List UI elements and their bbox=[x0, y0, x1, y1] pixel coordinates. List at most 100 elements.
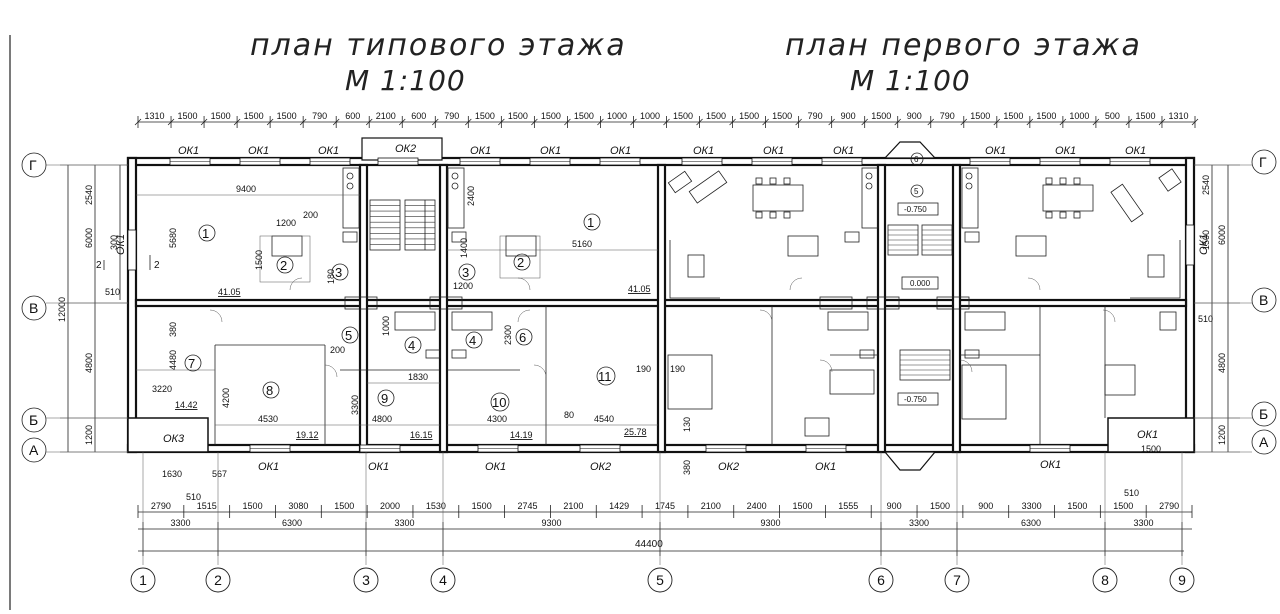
dim-label: 567 bbox=[212, 469, 227, 479]
dim-label: 1200 bbox=[1217, 425, 1227, 445]
dim-tick-slash bbox=[431, 118, 439, 126]
top-dim-label: 1500 bbox=[772, 111, 792, 121]
bottom-dim-label: 1500 bbox=[1113, 501, 1133, 511]
dim-tick-slash bbox=[1125, 118, 1133, 126]
window-label: ОК1 bbox=[470, 145, 491, 157]
dim-tick-slash bbox=[1026, 118, 1034, 126]
axis-label: Г bbox=[29, 157, 37, 173]
dim-label: 380 bbox=[682, 460, 692, 475]
top-dim-label: 1500 bbox=[1003, 111, 1023, 121]
bottom-dim-label: 2400 bbox=[747, 501, 767, 511]
room-number: 4 bbox=[408, 338, 415, 353]
side-window-label-right: ОК1 bbox=[1198, 234, 1210, 255]
window-label: ОК1 bbox=[318, 145, 339, 157]
bottom-dim-label: 2000 bbox=[380, 501, 400, 511]
room-number: 8 bbox=[266, 383, 273, 398]
bottom-dim-label: 2745 bbox=[518, 501, 538, 511]
room-number: 5 bbox=[345, 328, 352, 343]
inner-dimensions: 9400 5160 1200 1500 200 180 2400 1400 12… bbox=[136, 184, 1161, 502]
bottom-span-label: 6300 bbox=[1021, 518, 1041, 528]
bottom-dim-label: 3080 bbox=[288, 501, 308, 511]
level-mark: -0.750 bbox=[904, 395, 927, 404]
dim-label: 1200 bbox=[276, 218, 296, 228]
dim-tick-slash bbox=[531, 118, 538, 126]
dim-tick-slash bbox=[828, 118, 835, 126]
bottom-dim-label: 1745 bbox=[655, 501, 675, 511]
dim-label: 4800 bbox=[84, 353, 94, 373]
bottom-dim-label: 900 bbox=[887, 501, 902, 511]
windows bbox=[127, 157, 1195, 453]
bottom-dim-label: 1500 bbox=[472, 501, 492, 511]
dim-label: 1400 bbox=[459, 238, 469, 258]
dim-label: 5160 bbox=[572, 239, 592, 249]
room-number: 7 bbox=[188, 356, 195, 371]
window-label: ОК1 bbox=[693, 145, 714, 157]
window-label: ОК1 bbox=[1055, 145, 1076, 157]
dim-tick-slash bbox=[762, 118, 769, 126]
dim-tick-slash bbox=[1059, 118, 1067, 126]
axis-label: В bbox=[1259, 292, 1268, 308]
room-area: 25.78 bbox=[624, 427, 647, 437]
dim-label: 6000 bbox=[1217, 225, 1227, 245]
dim-label: 510 bbox=[1198, 314, 1213, 324]
horizontal-axes: Г В Б А Г В Б А bbox=[21, 149, 1277, 463]
top-dim-label: 1000 bbox=[640, 111, 660, 121]
top-dim-label: 1500 bbox=[211, 111, 231, 121]
dim-label: 6000 bbox=[84, 228, 94, 248]
top-dim-label: 1500 bbox=[706, 111, 726, 121]
axis-bubble bbox=[944, 567, 970, 593]
axis-label: 1 bbox=[139, 572, 147, 588]
dim-label: 190 bbox=[670, 364, 685, 374]
dim-tick-slash bbox=[630, 118, 637, 126]
furniture bbox=[209, 167, 1182, 437]
dim-tick-slash bbox=[597, 118, 604, 126]
room-area: 16.15 bbox=[410, 430, 433, 440]
dim-tick-slash bbox=[233, 118, 241, 126]
room-number: 1 bbox=[202, 226, 209, 241]
top-dim-label: 1000 bbox=[1069, 111, 1089, 121]
dim-label: 9400 bbox=[236, 184, 256, 194]
axis-label: А bbox=[29, 442, 39, 458]
dim-tick-slash bbox=[1092, 118, 1100, 126]
dim-label: 510 bbox=[186, 492, 201, 502]
dim-tick-slash bbox=[498, 118, 505, 126]
dim-label: 3220 bbox=[152, 384, 172, 394]
bottom-dim-label: 2790 bbox=[1159, 501, 1179, 511]
dim-label: 2300 bbox=[503, 325, 513, 345]
dim-tick-slash bbox=[960, 118, 968, 126]
dim-label: 1500 bbox=[1201, 230, 1211, 250]
axis-bubble bbox=[1092, 567, 1118, 593]
bottom-dim-label: 1500 bbox=[334, 501, 354, 511]
dim-label: 1500 bbox=[1141, 444, 1161, 454]
dim-label: 180 bbox=[326, 269, 336, 284]
top-dim-label: 1000 bbox=[607, 111, 627, 121]
bottom-span-label: 9300 bbox=[541, 518, 561, 528]
window-label: ОК1 bbox=[248, 145, 269, 157]
window-label: ОК1 bbox=[485, 461, 506, 473]
room-labels: 1 41.05 2 3 1 41.05 2 3 5 4 4 6 7 14.42 … bbox=[175, 213, 651, 440]
bottom-dim-label: 1429 bbox=[609, 501, 629, 511]
room-number: 2 bbox=[280, 258, 287, 273]
axis-bubble bbox=[430, 567, 456, 593]
bottom-dim-label: 3300 bbox=[1022, 501, 1042, 511]
room-number: 3 bbox=[462, 265, 469, 280]
bottom-span-label: 3300 bbox=[1133, 518, 1153, 528]
top-dim-label: 600 bbox=[345, 111, 360, 121]
bottom-span-label: 3300 bbox=[909, 518, 929, 528]
axis-label: Б bbox=[1259, 406, 1268, 422]
axis-bubble bbox=[647, 567, 673, 593]
window-label: ОК1 bbox=[368, 461, 389, 473]
top-dim-label: 1500 bbox=[970, 111, 990, 121]
dim-label: 12000 bbox=[57, 297, 67, 322]
bottom-dim-label: 1500 bbox=[930, 501, 950, 511]
top-dim-label: 790 bbox=[808, 111, 823, 121]
dim-label: 1500 bbox=[254, 250, 264, 270]
dim-tick-slash bbox=[564, 118, 571, 126]
dim-label: 2540 bbox=[84, 185, 94, 205]
dim-tick-slash bbox=[134, 118, 142, 126]
axis-label: 3 bbox=[362, 572, 370, 588]
total-dimension: 44400 bbox=[635, 539, 663, 550]
